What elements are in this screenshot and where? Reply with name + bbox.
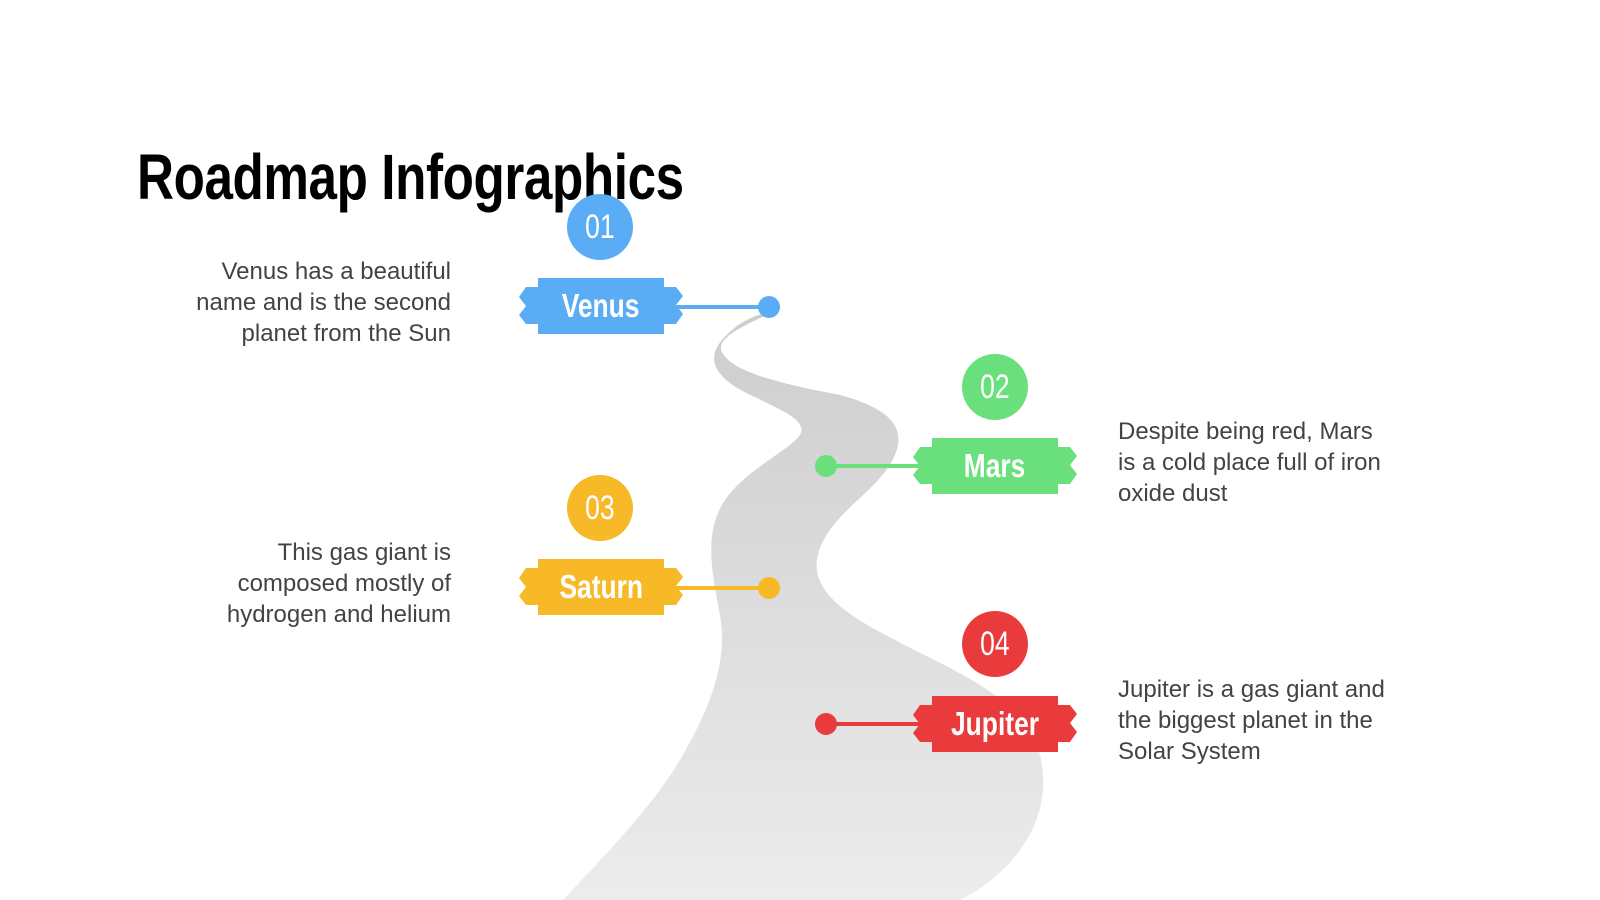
- description-line: planet from the Sun: [241, 320, 451, 347]
- road-path: [563, 312, 1044, 900]
- milestone-label: Venus: [538, 278, 664, 334]
- mars-banner: [913, 438, 1077, 494]
- description-line: Despite being red, Mars: [1118, 418, 1373, 445]
- milestone-label: Jupiter: [932, 696, 1058, 752]
- milestone-label: Saturn: [538, 559, 664, 615]
- description-line: the biggest planet in the: [1118, 707, 1373, 734]
- description-line: composed mostly of: [237, 570, 451, 597]
- jupiter-description: Jupiter is a gas giant and the biggest p…: [1118, 674, 1458, 767]
- description-line: is a cold place full of iron: [1118, 449, 1381, 476]
- milestone-number-badge: 03: [567, 475, 633, 541]
- mars-dot: [815, 455, 837, 477]
- jupiter-banner: [913, 696, 1077, 752]
- venus-dot: [758, 296, 780, 318]
- milestone-label: Mars: [932, 438, 1058, 494]
- description-line: Solar System: [1118, 738, 1261, 765]
- venus-description: Venus has a beautiful name and is the se…: [130, 256, 451, 349]
- description-line: This gas giant is: [277, 539, 451, 566]
- venus-banner: [519, 278, 683, 334]
- description-line: oxide dust: [1118, 480, 1228, 507]
- saturn-dot: [758, 577, 780, 599]
- jupiter-label: Jupiter: [950, 705, 1040, 742]
- saturn-banner: [519, 559, 683, 615]
- saturn-description: This gas giant is composed mostly of hyd…: [130, 537, 451, 630]
- mars-label: Mars: [964, 447, 1026, 484]
- milestone-number: 01: [585, 207, 615, 246]
- milestone-number-badge: 02: [962, 354, 1028, 420]
- venus-label: Venus: [562, 287, 640, 324]
- milestone-number: 04: [980, 624, 1010, 663]
- jupiter-dot: [815, 713, 837, 735]
- milestone-number-badge: 01: [567, 194, 633, 260]
- saturn-label: Saturn: [559, 568, 643, 605]
- milestone-number: 03: [585, 488, 615, 527]
- description-line: hydrogen and helium: [226, 601, 451, 628]
- milestone-number-badge: 04: [962, 611, 1028, 677]
- description-line: Jupiter is a gas giant and: [1118, 676, 1385, 703]
- description-line: Venus has a beautiful: [221, 258, 451, 285]
- mars-description: Despite being red, Mars is a cold place …: [1118, 416, 1458, 509]
- milestone-number: 02: [980, 367, 1010, 406]
- description-line: name and is the second: [196, 289, 451, 316]
